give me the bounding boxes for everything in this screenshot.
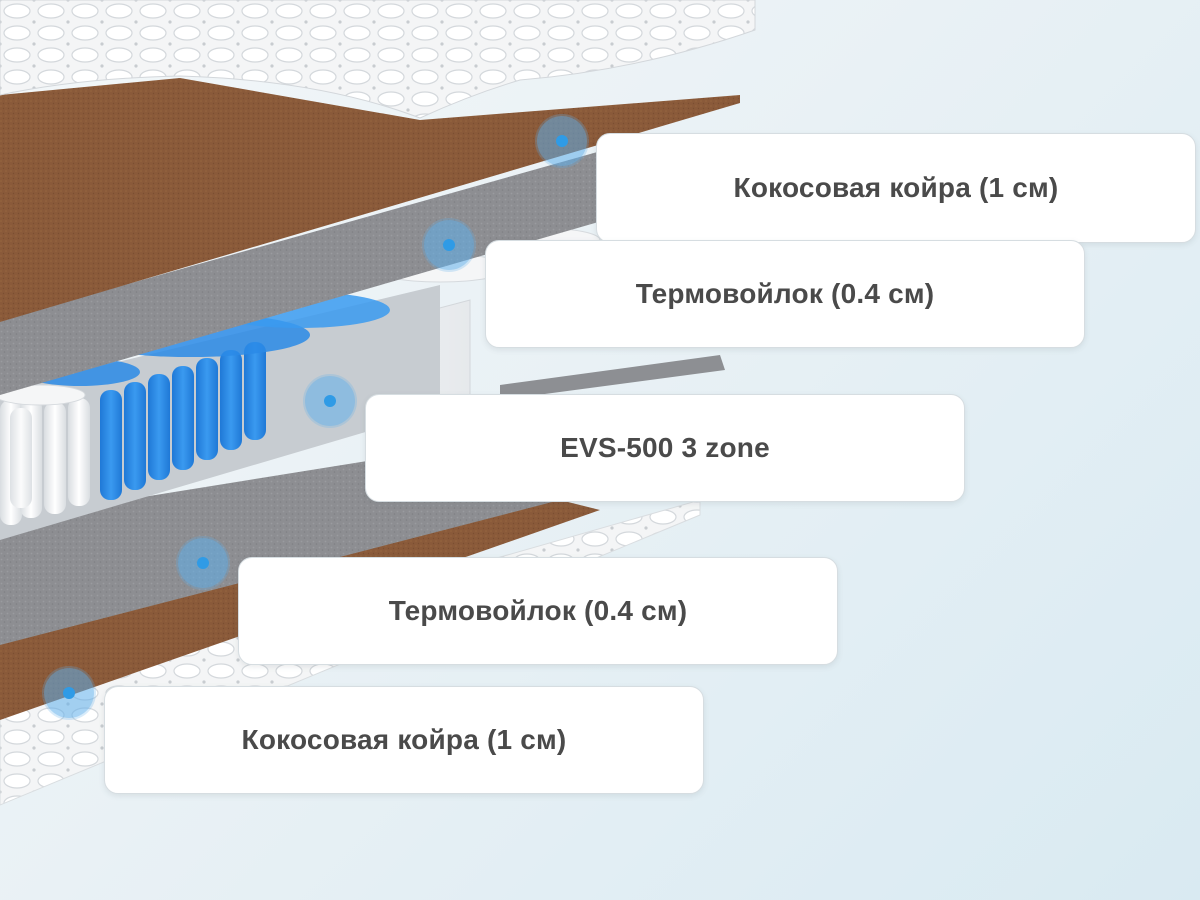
top-felt-layer xyxy=(0,140,640,395)
white-springs xyxy=(0,398,90,525)
hotspot-dot xyxy=(63,687,75,699)
hotspot-coir-bottom[interactable] xyxy=(44,668,94,718)
layer-label-felt-top[interactable]: Термовойлок (0.4 см) xyxy=(485,240,1085,348)
hotspot-dot xyxy=(443,239,455,251)
layer-label-felt-bottom[interactable]: Термовойлок (0.4 см) xyxy=(238,557,838,665)
hotspot-springs[interactable] xyxy=(305,376,355,426)
hotspot-coir-top[interactable] xyxy=(537,116,587,166)
felt-strip-right xyxy=(500,355,725,400)
hotspot-dot xyxy=(197,557,209,569)
hotspot-dot xyxy=(324,395,336,407)
layer-label-coir-top[interactable]: Кокосовая койра (1 см) xyxy=(596,133,1196,243)
hotspot-felt-top[interactable] xyxy=(424,220,474,270)
layer-label-springs[interactable]: EVS-500 3 zone xyxy=(365,394,965,502)
hotspot-dot xyxy=(556,135,568,147)
top-cover xyxy=(0,0,756,119)
layer-label-coir-bottom[interactable]: Кокосовая койра (1 см) xyxy=(104,686,704,794)
hotspot-felt-bottom[interactable] xyxy=(178,538,228,588)
